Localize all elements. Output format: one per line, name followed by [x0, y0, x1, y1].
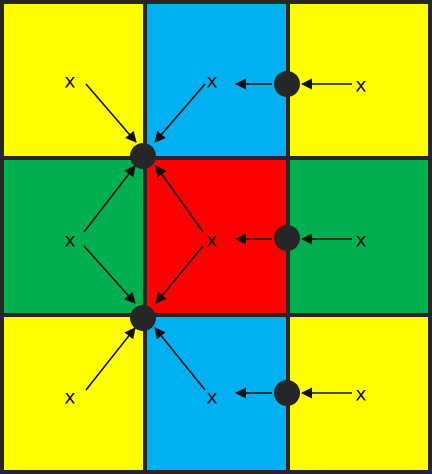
nodes-layer	[130, 71, 300, 406]
x-label-r2-c1: x	[206, 387, 217, 409]
cell-r0-c0-yellow	[2, 2, 145, 158]
arrow-6	[155, 245, 204, 304]
arrows-layer	[83, 78, 352, 399]
x-label-r1-c1: x	[206, 230, 217, 252]
arrow-1	[85, 83, 137, 143]
x-label-r0-c2: x	[355, 75, 366, 97]
cell-r2-c0-yellow	[2, 315, 145, 472]
arrow-3	[83, 165, 136, 233]
x-label-r0-c1: x	[206, 71, 217, 93]
x-label-r1-c0: x	[64, 230, 75, 252]
node-top-left-junction	[130, 143, 156, 169]
x-label-r2-c2: x	[355, 384, 366, 406]
x-label-r2-c0: x	[64, 387, 75, 409]
node-bottom-right-edge	[274, 380, 300, 406]
node-bottom-left-junction	[130, 305, 156, 331]
x-labels-layer: x x x x x x x x x	[64, 71, 366, 409]
arrow-5	[155, 165, 204, 233]
arrow-2	[154, 83, 206, 143]
node-top-right-edge	[274, 71, 300, 97]
node-middle-right-edge	[274, 225, 300, 251]
arrow-8	[154, 327, 206, 391]
cell-r0-c1-blue	[145, 2, 288, 158]
arrow-4	[83, 245, 136, 304]
arrow-7	[85, 327, 136, 391]
x-label-r0-c0: x	[64, 71, 75, 93]
x-label-r1-c2: x	[355, 230, 366, 252]
